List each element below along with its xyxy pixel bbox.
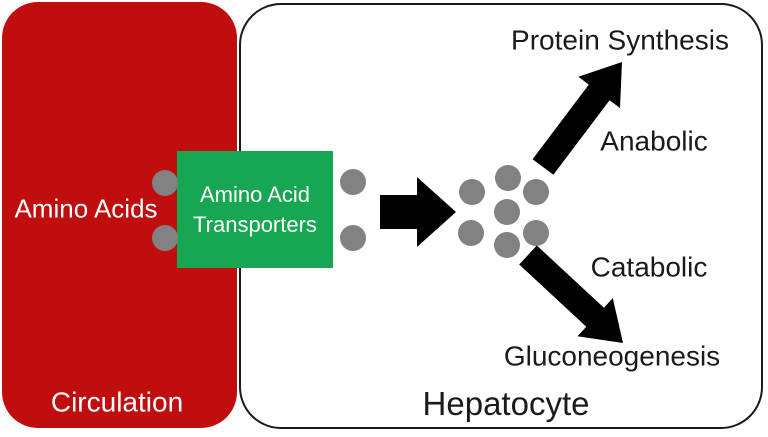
amino-acid-transporters-box: Amino Acid Transporters xyxy=(177,151,333,268)
circulation-label: Circulation xyxy=(50,386,184,418)
amino-acid-dot xyxy=(152,225,178,251)
amino-acid-dot xyxy=(459,179,485,205)
protein-synthesis-label: Protein Synthesis xyxy=(511,24,729,56)
amino-acid-dot xyxy=(340,169,366,195)
amino-acids-label: Amino Acids xyxy=(14,193,158,224)
amino-acid-dot xyxy=(340,225,366,251)
hepatocyte-label: Hepatocyte xyxy=(422,384,590,422)
gluconeogenesis-label: Gluconeogenesis xyxy=(503,340,721,372)
amino-acid-dot xyxy=(458,220,484,246)
amino-acid-dot xyxy=(495,165,521,191)
amino-acid-dot xyxy=(152,170,178,196)
transporter-label-line2: Transporters xyxy=(193,211,317,237)
amino-acid-dot xyxy=(523,179,549,205)
anabolic-label: Anabolic xyxy=(600,125,708,157)
catabolic-label: Catabolic xyxy=(590,251,708,283)
transporter-label-line1: Amino Acid xyxy=(199,181,311,207)
amino-acid-dot xyxy=(494,232,520,258)
amino-acid-dot xyxy=(523,220,549,246)
amino-acid-dot xyxy=(494,199,520,225)
